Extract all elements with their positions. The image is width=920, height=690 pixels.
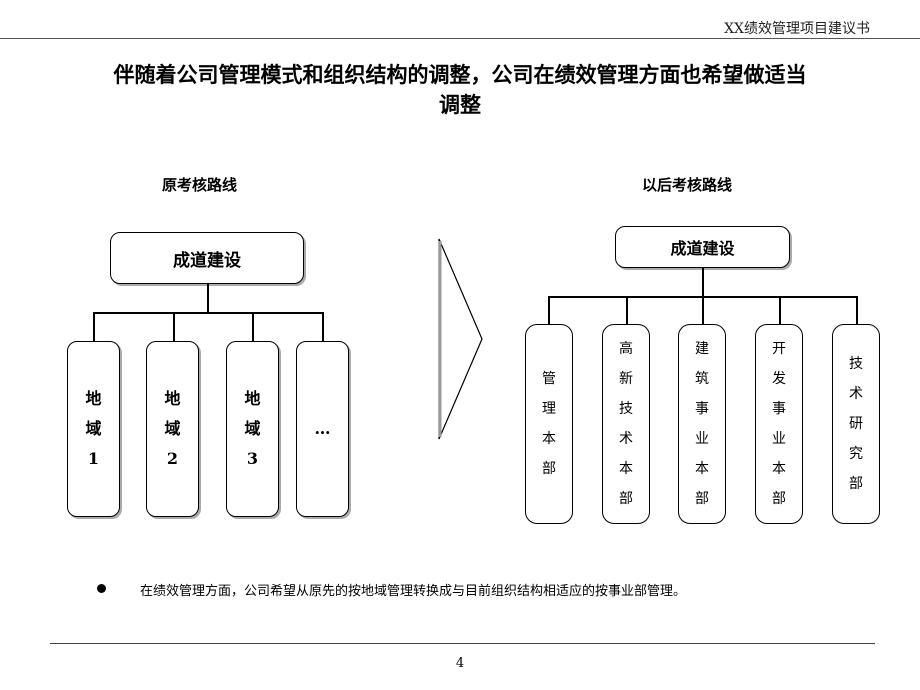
department-box-text: 部 — [772, 491, 786, 507]
right-diagram-label: 以后考核路线 — [642, 176, 733, 194]
department-box-construction: 建 筑 事 业 本 部 — [678, 324, 726, 524]
region-box-text: 1 — [87, 449, 100, 468]
department-box-text: 建 — [695, 341, 709, 357]
department-box-development: 开 发 事 业 本 部 — [755, 324, 803, 524]
department-box-text: 部 — [542, 461, 556, 477]
left-connector-trunk — [207, 284, 209, 313]
bullet-dot-icon — [97, 584, 106, 593]
page-title-line-2: 调整 — [439, 93, 481, 117]
transition-arrow-icon — [438, 238, 483, 440]
right-connector-drop — [856, 296, 858, 325]
right-root-box: 成道建设 — [615, 226, 790, 268]
region-box-3: 地 域 3 — [226, 341, 279, 517]
right-connector-drop — [548, 296, 550, 325]
department-box-text: 发 — [772, 371, 786, 387]
region-box-text: 2 — [166, 449, 179, 468]
left-connector-drop — [252, 312, 254, 342]
region-box-2: 地 域 2 — [146, 341, 199, 517]
header-divider — [0, 38, 920, 39]
header-title: XX绩效管理项目建议书 — [724, 21, 870, 37]
region-box-more: … — [296, 341, 349, 517]
department-box-text: 高 — [619, 341, 633, 357]
left-connector-drop — [322, 312, 324, 342]
page-title-line-1: 伴随着公司管理模式和组织结构的调整，公司在绩效管理方面也希望做适当 — [113, 63, 807, 87]
department-box-text: 部 — [695, 491, 709, 507]
region-box-text: 3 — [246, 449, 259, 468]
right-connector-drop — [779, 296, 781, 325]
region-box-text: 域 — [244, 419, 261, 438]
department-box-text: 本 — [695, 461, 709, 477]
region-box-text: 地 — [164, 389, 181, 408]
transition-arrow-shape — [438, 238, 483, 440]
department-box-text: 本 — [619, 461, 633, 477]
department-box-text: 开 — [772, 341, 786, 357]
department-box-text: 研 — [849, 416, 863, 432]
footer-divider — [50, 643, 875, 644]
region-box-text: 域 — [85, 419, 102, 438]
page-number: 4 — [455, 656, 465, 671]
left-connector-drop — [173, 312, 175, 342]
right-connector-trunk — [702, 268, 704, 297]
department-box-research: 技 术 研 究 部 — [832, 324, 880, 524]
department-box-text: 理 — [542, 401, 556, 417]
department-box-management: 管 理 本 部 — [525, 324, 573, 524]
region-box-1: 地 域 1 — [67, 341, 120, 517]
left-connector-bar — [93, 312, 323, 314]
department-box-text: 业 — [772, 431, 786, 447]
department-box-hightech: 高 新 技 术 本 部 — [602, 324, 650, 524]
department-box-text: 究 — [849, 446, 863, 462]
region-box-text: 地 — [85, 389, 102, 408]
left-root-box: 成道建设 — [110, 232, 304, 284]
page-title: 伴随着公司管理模式和组织结构的调整，公司在绩效管理方面也希望做适当 调整 — [60, 60, 860, 120]
department-box-text: 事 — [695, 401, 709, 417]
department-box-text: 业 — [695, 431, 709, 447]
department-box-text: 部 — [849, 476, 863, 492]
department-box-text: 技 — [619, 401, 633, 417]
right-connector-drop — [626, 296, 628, 325]
region-box-text: … — [314, 419, 331, 438]
department-box-text: 事 — [772, 401, 786, 417]
left-connector-drop — [93, 312, 95, 342]
bullet-text: 在绩效管理方面，公司希望从原先的按地域管理转换成与目前组织结构相适应的按事业部管… — [140, 584, 687, 599]
right-connector-drop — [702, 296, 704, 325]
region-box-text: 地 — [244, 389, 261, 408]
department-box-text: 本 — [542, 431, 556, 447]
department-box-text: 新 — [619, 371, 633, 387]
department-box-text: 本 — [772, 461, 786, 477]
department-box-text: 筑 — [695, 371, 709, 387]
left-diagram-label: 原考核路线 — [162, 176, 238, 194]
department-box-text: 技 — [849, 356, 863, 372]
department-box-text: 部 — [619, 491, 633, 507]
department-box-text: 管 — [542, 371, 556, 387]
department-box-text: 术 — [849, 386, 863, 402]
department-box-text: 术 — [619, 431, 633, 447]
region-box-text: 域 — [164, 419, 181, 438]
